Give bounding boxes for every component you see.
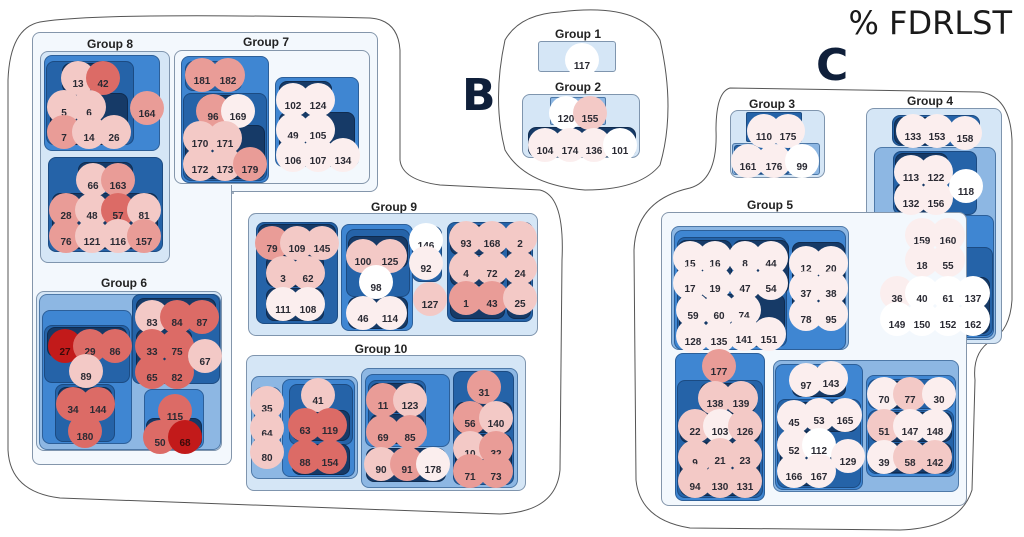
node-124: 124	[301, 83, 335, 117]
region-label-b: B	[462, 70, 496, 121]
node-42: 42	[86, 61, 120, 95]
node-85: 85	[393, 415, 427, 449]
group-6-label: Group 6	[100, 276, 148, 290]
node-162: 162	[956, 302, 990, 336]
region-a-outline	[7, 15, 563, 515]
node-101: 101	[603, 128, 637, 162]
node-129: 129	[831, 439, 865, 473]
node-157: 157	[127, 219, 161, 253]
region-a-divider	[232, 192, 234, 194]
node-26: 26	[97, 115, 131, 149]
node-95: 95	[814, 297, 848, 331]
node-123: 123	[393, 383, 427, 417]
group-10-label: Group 10	[354, 342, 408, 356]
node-118: 118	[949, 169, 983, 203]
node-86: 86	[98, 329, 132, 363]
group-1-label: Group 1	[554, 27, 602, 41]
node-67: 67	[188, 339, 222, 373]
node-182: 182	[211, 58, 245, 92]
node-151: 151	[752, 317, 786, 351]
node-131: 131	[728, 464, 762, 498]
node-134: 134	[326, 138, 360, 172]
node-179: 179	[233, 147, 267, 181]
node-73: 73	[479, 454, 513, 488]
node-98: 98	[359, 265, 393, 299]
group-7-label: Group 7	[242, 35, 290, 49]
node-31: 31	[467, 370, 501, 404]
node-163: 163	[101, 163, 135, 197]
node-99: 99	[785, 144, 819, 178]
node-180: 180	[68, 414, 102, 448]
group-8-label: Group 8	[86, 37, 134, 51]
node-156: 156	[919, 181, 953, 215]
node-108: 108	[291, 287, 325, 321]
node-11: 11	[366, 383, 400, 417]
group-9-label: Group 9	[370, 200, 418, 214]
node-89: 89	[69, 354, 103, 388]
node-30: 30	[922, 377, 956, 411]
node-25: 25	[503, 281, 537, 315]
node-165: 165	[828, 398, 862, 432]
node-68: 68	[168, 420, 202, 454]
group-4-label: Group 4	[906, 94, 954, 108]
node-142: 142	[918, 440, 952, 474]
node-55: 55	[931, 243, 965, 277]
node-128: 128	[676, 319, 710, 353]
node-145: 145	[305, 226, 339, 260]
node-117: 117	[565, 43, 599, 77]
group-5-label: Group 5	[746, 198, 794, 212]
node-137: 137	[956, 276, 990, 310]
node-158: 158	[948, 116, 982, 150]
region-b-outline	[498, 9, 669, 191]
group-2-label: Group 2	[554, 80, 602, 94]
node-154: 154	[313, 440, 347, 474]
node-114: 114	[373, 296, 407, 330]
chart-title: % FDRLST	[848, 4, 1012, 42]
node-148: 148	[918, 409, 952, 443]
node-87: 87	[185, 300, 219, 334]
region-c-outline	[633, 87, 1013, 531]
node-92: 92	[409, 246, 443, 280]
node-155: 155	[573, 96, 607, 130]
node-119: 119	[313, 408, 347, 442]
node-80: 80	[250, 435, 284, 469]
node-126: 126	[728, 409, 762, 443]
node-2: 2	[503, 221, 537, 255]
node-62: 62	[291, 256, 325, 290]
node-24: 24	[503, 251, 537, 285]
node-175: 175	[771, 114, 805, 148]
node-177: 177	[702, 349, 736, 383]
node-140: 140	[479, 401, 513, 435]
region-label-c: C	[816, 40, 849, 91]
node-54: 54	[754, 266, 788, 300]
node-77: 77	[893, 377, 927, 411]
node-167: 167	[802, 454, 836, 488]
node-41: 41	[301, 378, 335, 412]
node-164: 164	[130, 91, 164, 125]
node-143: 143	[814, 361, 848, 395]
node-178: 178	[416, 447, 450, 481]
node-72: 72	[475, 251, 509, 285]
group-3-label: Group 3	[748, 97, 796, 111]
node-127: 127	[413, 282, 447, 316]
